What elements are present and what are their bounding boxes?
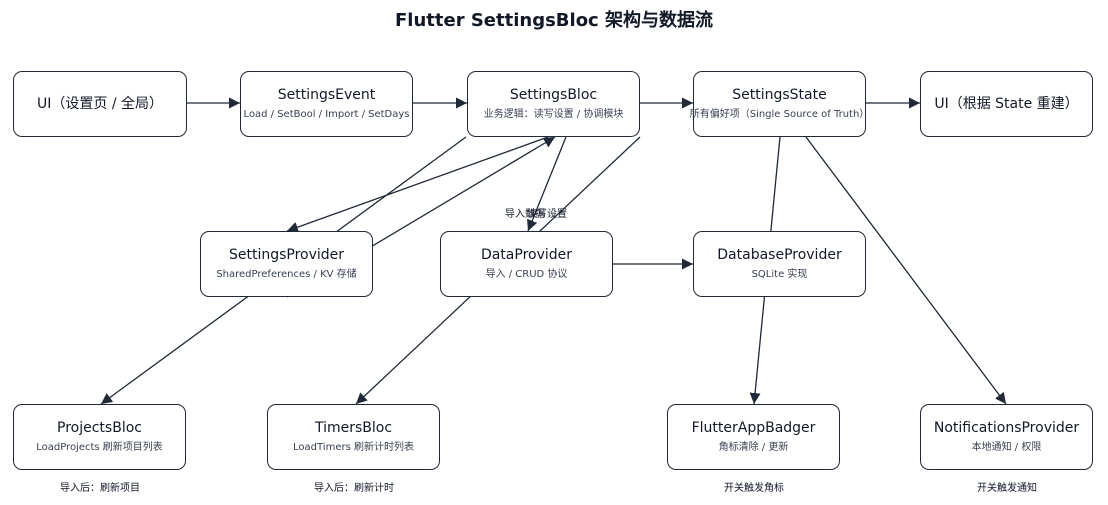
- node-settings-bloc-title: SettingsBloc: [509, 87, 598, 103]
- node-settings-bloc: SettingsBloc 业务逻辑：读写设置 / 协调模块: [467, 71, 640, 137]
- node-settings-provider-subtitle: SharedPreferences / KV 存储: [216, 269, 357, 280]
- node-timers-bloc-title: TimersBloc: [314, 420, 393, 436]
- node-data-provider-subtitle: 导入 / CRUD 协议: [485, 269, 568, 280]
- node-database-provider-title: DatabaseProvider: [717, 247, 842, 263]
- node-ui-source: UI（设置页 / 全局）: [13, 71, 187, 137]
- node-settings-event-subtitle: Load / SetBool / Import / SetDays: [243, 109, 410, 120]
- diagram-title: Flutter SettingsBloc 架构与数据流: [395, 10, 713, 31]
- node-notifications-provider-subtitle: 本地通知 / 权限: [971, 442, 1042, 453]
- node-data-provider-title: DataProvider: [480, 247, 573, 263]
- node-settings-state-title: SettingsState: [732, 87, 827, 103]
- node-ui-rebuild-title: UI（根据 State 重建）: [934, 96, 1079, 112]
- note-notifications: 开关触发通知: [977, 483, 1037, 494]
- node-projects-bloc-title: ProjectsBloc: [57, 420, 142, 436]
- node-projects-bloc-subtitle: LoadProjects 刷新项目列表: [36, 442, 163, 453]
- node-ui-source-title: UI（设置页 / 全局）: [37, 96, 163, 112]
- node-data-provider: DataProvider 导入 / CRUD 协议: [440, 231, 613, 297]
- node-settings-bloc-subtitle: 业务逻辑：读写设置 / 协调模块: [483, 109, 624, 120]
- node-settings-event-title: SettingsEvent: [277, 87, 376, 103]
- node-settings-state-subtitle: 所有偏好项（Single Source of Truth）: [689, 109, 870, 120]
- node-settings-provider: SettingsProvider SharedPreferences / KV …: [200, 231, 373, 297]
- node-database-provider-subtitle: SQLite 实现: [751, 269, 808, 280]
- node-settings-provider-title: SettingsProvider: [228, 247, 345, 263]
- node-timers-bloc-subtitle: LoadTimers 刷新计时列表: [293, 442, 414, 453]
- node-notifications-provider-title: NotificationsProvider: [933, 420, 1080, 436]
- note-projects: 导入后：刷新项目: [60, 483, 140, 494]
- edge-bloc-to-settings-provider: [286, 136, 549, 233]
- node-database-provider: DatabaseProvider SQLite 实现: [693, 231, 866, 297]
- edge-bloc-to-data-provider: [527, 136, 567, 232]
- node-flutter-app-badger-title: FlutterAppBadger: [691, 420, 816, 436]
- edge-label-import-data: 导入数据: [505, 209, 545, 220]
- node-ui-rebuild: UI（根据 State 重建）: [920, 71, 1093, 137]
- node-settings-state: SettingsState 所有偏好项（Single Source of Tru…: [690, 71, 869, 137]
- node-flutter-app-badger-subtitle: 角标清除 / 更新: [718, 442, 789, 453]
- node-settings-event: SettingsEvent Load / SetBool / Import / …: [240, 71, 413, 137]
- node-projects-bloc: ProjectsBloc LoadProjects 刷新项目列表: [13, 404, 186, 470]
- edge-state-to-notifications: [805, 136, 1007, 405]
- edge-label-read-write-settings: 读写设置: [527, 209, 567, 220]
- node-timers-bloc: TimersBloc LoadTimers 刷新计时列表: [267, 404, 440, 470]
- note-badger: 开关触发角标: [724, 483, 784, 494]
- node-flutter-app-badger: FlutterAppBadger 角标清除 / 更新: [667, 404, 840, 470]
- node-notifications-provider: NotificationsProvider 本地通知 / 权限: [920, 404, 1093, 470]
- note-timers: 导入后：刷新计时: [314, 483, 394, 494]
